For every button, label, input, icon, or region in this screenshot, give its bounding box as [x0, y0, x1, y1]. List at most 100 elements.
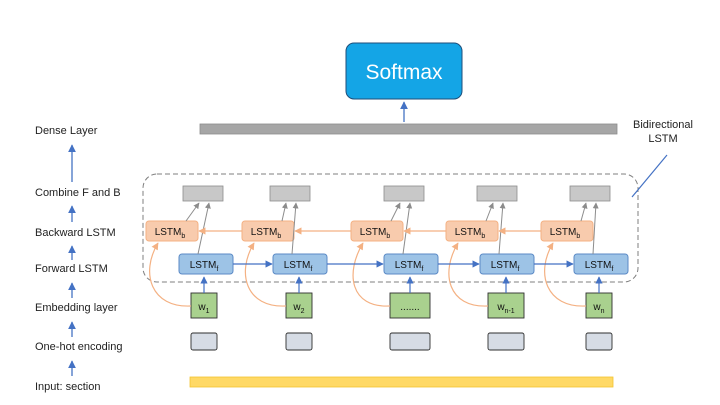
forward-lstm-label: LSTMf [491, 260, 520, 273]
embedding-box [585, 292, 613, 319]
one-hot-box [487, 332, 525, 351]
label-input: Input: section [35, 381, 100, 393]
forward-lstm-label-main: LSTM [395, 260, 422, 271]
embedding-label-main: w [496, 302, 505, 313]
embedding-label-sub: n-1 [505, 308, 515, 315]
forward-lstm-label-main: LSTM [491, 260, 518, 271]
combine-box [182, 185, 224, 202]
forward-lstm-label-main: LSTM [585, 260, 612, 271]
bidirectional-callout-line [631, 154, 668, 198]
backward-lstm-label-sub: b [576, 233, 580, 240]
embedding-label-sub: 1 [206, 308, 210, 315]
backward-lstm-label-main: LSTM [455, 227, 482, 238]
dense-layer-bar [199, 123, 618, 135]
backward-lstm-label-main: LSTM [251, 227, 278, 238]
label-forward-lstm: Forward LSTM [35, 263, 108, 275]
forward-lstm-cell [573, 253, 629, 275]
combine-box [383, 185, 425, 202]
forward-lstm-label-sub: f [421, 266, 423, 273]
backward-lstm-cell [145, 220, 199, 242]
embedding-box [389, 292, 431, 319]
forward-lstm-label: LSTMf [190, 260, 219, 273]
arrow-forward-to-combine [291, 202, 299, 255]
combine-box [269, 185, 311, 202]
bidirectional-lstm-group [142, 173, 639, 283]
arrow-forward-to-combine [197, 202, 211, 255]
forward-lstm-label-main: LSTM [284, 260, 311, 271]
forward-lstm-label-sub: f [216, 266, 218, 273]
arrow-backward-to-combine [485, 202, 494, 222]
label-one-hot: One-hot encoding [35, 341, 122, 353]
embedding-box [487, 292, 525, 319]
backward-lstm-label-main: LSTM [155, 227, 182, 238]
forward-lstm-label: LSTMf [395, 260, 424, 273]
backward-lstm-label-main: LSTM [550, 227, 577, 238]
forward-lstm-label: LSTMf [585, 260, 614, 273]
embedding-label: w1 [197, 302, 209, 315]
label-backward-lstm: Backward LSTM [35, 227, 116, 239]
backward-lstm-label-sub: b [277, 233, 281, 240]
arrow-embedding-to-backward [149, 242, 192, 307]
combine-box [569, 185, 611, 202]
softmax-node: Softmax [345, 42, 463, 100]
backward-lstm-label-sub: b [386, 233, 390, 240]
one-hot-box [285, 332, 313, 351]
backward-lstm-label: LSTMb [455, 227, 486, 240]
forward-lstm-label-sub: f [611, 266, 613, 273]
one-hot-box [389, 332, 431, 351]
embedding-label-main: w [292, 302, 301, 313]
backward-lstm-label-sub: b [481, 233, 485, 240]
timestep-columns: w1LSTMfLSTMbw2LSTMfLSTMb.......LSTMfLSTM… [145, 185, 629, 351]
input-bar [189, 376, 614, 388]
layer-labels: Dense Layer Combine F and B Backward LST… [35, 125, 122, 393]
arrow-backward-to-combine [185, 202, 200, 222]
embedding-label: wn-1 [496, 302, 514, 315]
backward-lstm-label-main: LSTM [360, 227, 387, 238]
label-embedding-layer: Embedding layer [35, 302, 118, 314]
backward-lstm-label: LSTMb [550, 227, 581, 240]
softmax-box [345, 42, 463, 100]
bidirectional-label-line2: LSTM [648, 133, 677, 145]
label-dense-layer: Dense Layer [35, 125, 98, 137]
arrow-forward-to-combine [402, 202, 413, 255]
embedding-box [285, 292, 313, 319]
embedding-label: ....... [400, 302, 419, 313]
arrow-embedding-to-backward [244, 242, 287, 307]
backward-lstm-label: LSTMb [155, 227, 186, 240]
softmax-label: Softmax [365, 61, 443, 84]
label-combine: Combine F and B [35, 187, 121, 199]
arrow-embedding-to-backward [544, 242, 587, 307]
embedding-label-main: w [592, 302, 601, 313]
backward-lstm-label: LSTMb [251, 227, 282, 240]
embedding-label: w2 [292, 302, 304, 315]
backward-lstm-label: LSTMb [360, 227, 391, 240]
one-hot-box [585, 332, 613, 351]
embedding-label-sub: n [601, 308, 605, 315]
embedding-label-sub: 2 [301, 308, 305, 315]
embedding-label-main: w [197, 302, 206, 313]
backward-lstm-label-sub: b [181, 233, 185, 240]
recurrent-links [198, 227, 574, 268]
arrow-embedding-to-backward [352, 242, 391, 307]
arrow-backward-to-combine [580, 202, 588, 222]
forward-lstm-label-sub: f [517, 266, 519, 273]
forward-lstm-label: LSTMf [284, 260, 313, 273]
arrow-embedding-to-backward [448, 242, 489, 307]
forward-lstm-label-sub: f [310, 266, 312, 273]
arrow-forward-to-combine [498, 202, 506, 255]
bidirectional-label-line1: Bidirectional [633, 119, 693, 131]
one-hot-box [190, 332, 218, 351]
arrow-backward-to-combine [281, 202, 288, 222]
arrow-backward-to-combine [390, 202, 401, 222]
arrow-forward-to-combine [592, 202, 599, 255]
combine-box [476, 185, 518, 202]
embedding-box [190, 292, 218, 319]
embedding-label-main: ....... [400, 302, 419, 313]
embedding-label: wn [592, 302, 604, 315]
